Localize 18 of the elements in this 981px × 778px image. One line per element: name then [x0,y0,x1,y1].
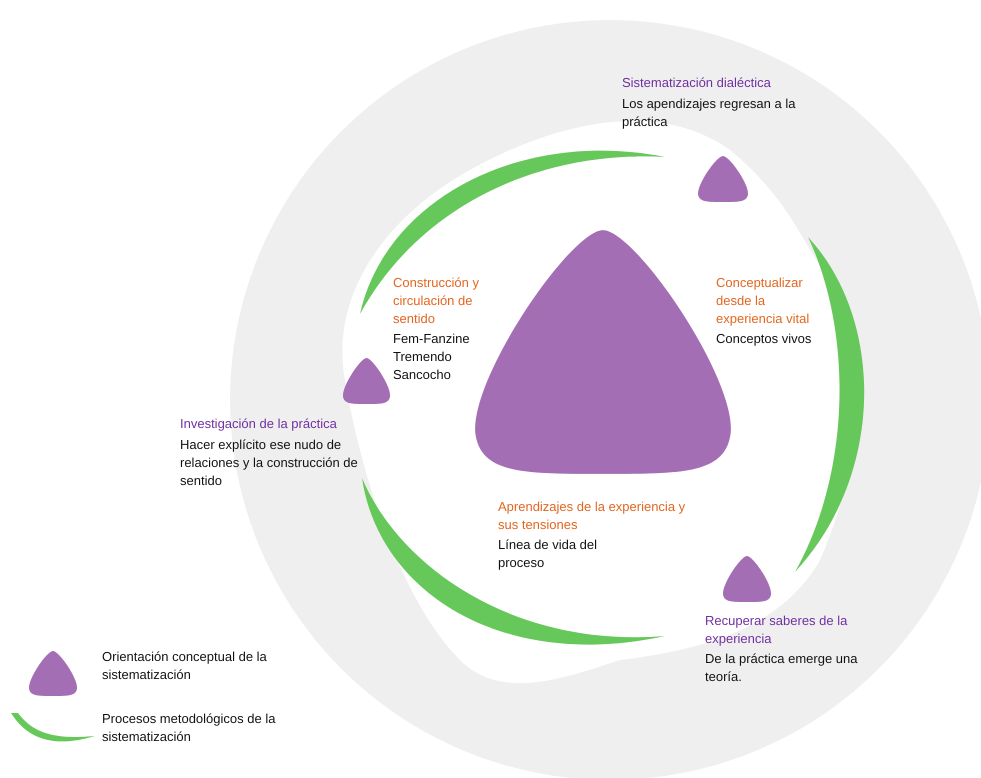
small-triangle [722,555,772,603]
description-text: Fem-Fanzine Tremendo Sancocho [393,330,471,384]
description-text: Conceptos vivos [716,330,812,348]
curved-band [360,150,665,314]
legend-text: Procesos metodológicos de la sistematización [102,710,276,746]
heading-text: Investigación de la práctica [180,415,338,433]
small-triangle [342,357,391,405]
small-triangle [697,155,749,203]
description-text: Hacer explícito ese nudo de relaciones y la construcción de sentido [180,436,359,490]
heading-text: Aprendizajes de la experiencia y sus tensiones [498,498,686,534]
heading-text: Sistematización dialéctica [622,74,772,92]
description-text: Los apendizajes regresan a la práctica [622,95,796,131]
legend-text: Orientación conceptual de la sistematización [102,648,268,684]
heading-text: Recuperar saberes de la experiencia [705,612,848,648]
heading-text: Conceptualizar desde la experiencia vital [716,274,810,328]
heading-text: Construcción y circulación de sentido [393,274,480,328]
description-text: Línea de vida del proceso [498,536,598,572]
description-text: De la práctica emerge una teoría. [705,650,858,686]
